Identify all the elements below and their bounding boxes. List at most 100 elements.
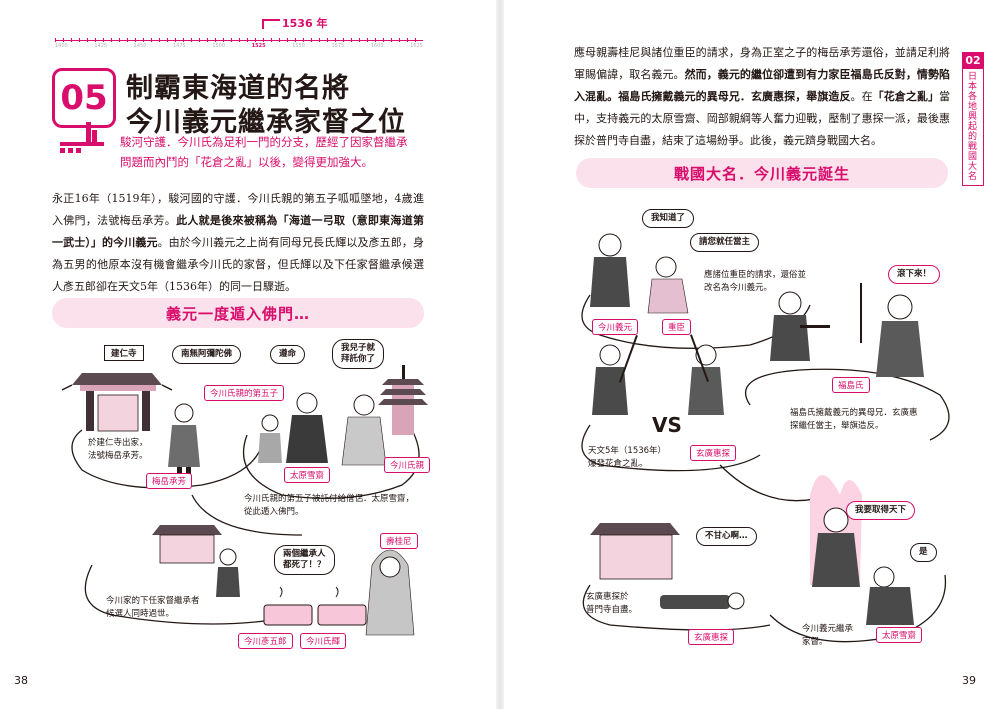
page-number: 38 — [14, 674, 28, 687]
year-badge: 1536 年 — [282, 17, 328, 30]
chapter-number: 05 — [60, 78, 108, 118]
timeline-year: 1450 — [133, 43, 147, 49]
chapter-lead-line1: 駿河守護．今川氏為足利一門的分支，歷經了因家督繼承 — [120, 135, 408, 149]
body-text: 。由於今川義元之上尚有同母兄長氏輝以及彥五郎，身為五男的他原本沒有機會繼承今川氏… — [52, 236, 425, 293]
deathbed-icon — [263, 586, 367, 626]
illustration-drawing — [61, 365, 428, 636]
lord-ujichika-icon — [341, 394, 387, 466]
caption: 今川氏親的第五子被託付給僧侶．太原雪齋， 從此遁入佛門。 — [244, 494, 415, 517]
body-text-bold: 然而，義元的繼位卻遭到有力家臣福島氏反對，情勢陷入混亂。福島氏擁戴義元的異母兄．… — [574, 68, 951, 103]
temple-icon — [61, 373, 173, 432]
timeline-year: 1625 — [410, 43, 423, 49]
body-paragraph: 永正16年（1519年），駿河國的守護．今川氏親的第五子呱呱墜地，4歲進入佛門，… — [52, 188, 424, 298]
timeline-year: 1475 — [172, 43, 186, 49]
name-tag: 今川義元 — [592, 319, 639, 335]
body-text-bold: 此人就是後來被稱為「海道一弓取（意即東海道第一武士）」的今川義元 — [52, 214, 424, 249]
chapter-side-tab: 02 日本各地興起的戰國大名 — [962, 52, 984, 186]
name-tag: 重臣 — [662, 319, 692, 335]
speech-bubble: 遵命 — [270, 345, 306, 364]
speech-bubble: 兩個繼承人 都死了！？ — [274, 545, 335, 575]
place-label-kenninji: 建仁寺 — [104, 345, 144, 361]
timeline-years: 1400 1425 1450 1475 1500 1525 1550 1575 … — [55, 43, 423, 49]
illustration-left: 建仁寺 南無阿彌陀佛 遵命 我兒子就 拜託你了 今川氏親的第五子 於建仁寺出家，… — [52, 335, 436, 655]
body-text-bold: 「花倉之亂」 — [872, 90, 940, 103]
name-tag: 玄廣惠探 — [688, 629, 735, 645]
timeline-year-current: 1525 — [251, 43, 266, 49]
speech-bubble: 滾下來！ — [888, 265, 941, 284]
chapter-title-line1: 制霸東海道的名將 — [126, 73, 350, 104]
monk-fighter-icon — [592, 335, 638, 415]
side-tab-text: 日本各地興起的戰國大名 — [962, 69, 984, 186]
temple-icon — [152, 525, 222, 564]
temple-icon — [590, 523, 680, 580]
chapter-deco-icon — [60, 122, 104, 153]
speech-bubble: 我知道了 — [642, 209, 695, 228]
timeline-bar — [55, 40, 423, 41]
timeline-year: 1600 — [370, 43, 384, 49]
body-text: 當中，支持義元的太原雪齋、岡部親綱等人奮力迎戰，壓制了惠探一派，最後惠探於普門寺… — [574, 90, 951, 147]
name-tag: 今川氏親的第五子 — [204, 385, 285, 401]
caption: 玄廣惠探於 普門寺自盡。 — [586, 592, 638, 615]
caption: 福島氏擁戴義元的異母兄．玄廣惠 探繼任當主，舉旗造反。 — [790, 408, 918, 431]
year-marker-icon — [262, 19, 280, 29]
book-gutter — [496, 0, 504, 709]
timeline-year: 1575 — [331, 43, 345, 49]
name-tag: 今川彥五郎 — [238, 633, 293, 649]
timeline-year: 1400 — [55, 43, 68, 49]
monk-sessai-icon — [866, 566, 914, 625]
caption: 應諸位重臣的請求，還俗並 改名為今川義元。 — [704, 270, 807, 293]
yoshimoto-flame-icon — [810, 475, 862, 587]
chapter-number-box: 05 — [52, 68, 116, 128]
name-tag: 今川氏親 — [384, 457, 431, 473]
chapter-title-line2: 今川義元繼承家督之位 — [126, 107, 406, 138]
name-tag: 太原雪齋 — [284, 467, 331, 483]
section-heading: 義元一度遁入佛門… — [52, 298, 424, 328]
name-tag: 今川氏輝 — [300, 633, 347, 649]
body-paragraph: 應母親壽桂尼與諸位重臣的請求，身為正室之子的梅岳承芳還俗，並請足利將軍賜偏諱，取… — [574, 42, 950, 152]
left-page: 1400 1425 1450 1475 1500 1525 1550 1575 … — [0, 0, 499, 709]
pagoda-icon — [378, 365, 428, 435]
name-tag: 福島氏 — [832, 377, 870, 393]
fallen-eitan-icon — [660, 592, 745, 610]
name-tag: 梅岳承芳 — [146, 473, 193, 489]
side-tab-number: 02 — [962, 52, 984, 69]
name-tag: 太原雪齋 — [876, 627, 923, 643]
speech-bubble: 我要取得天下 — [846, 501, 916, 520]
speech-bubble: 請您就任當主 — [690, 233, 760, 252]
nun-jukeini-icon — [365, 549, 415, 636]
chapter-lead-line2: 問題而內鬥的「花倉之亂」以後，變得更加強大。 — [120, 155, 373, 169]
timeline: 1400 1425 1450 1475 1500 1525 1550 1575 … — [55, 30, 423, 52]
right-page: 39 — [500, 0, 999, 709]
child-figure-icon — [258, 414, 282, 463]
caption: 今川家的下任家督繼承者 候選人同時過世。 — [106, 596, 200, 619]
versus-label: VS — [652, 413, 682, 437]
caption: 今川義元繼承 家督。 — [802, 624, 854, 647]
monk-sessai-icon — [286, 392, 328, 463]
illustration-drawing — [581, 233, 950, 643]
name-tag: 壽桂尼 — [380, 533, 418, 549]
fukushima-warrior-icon — [860, 283, 924, 377]
monk-figure-icon — [216, 548, 240, 597]
timeline-year: 1425 — [94, 43, 108, 49]
body-text: 應母親壽桂尼與諸位重臣的請求，身為正室之子的梅岳承芳還俗，並請足利將軍賜偏諱，取… — [574, 46, 950, 81]
speech-bubble: 南無阿彌陀佛 — [172, 345, 242, 364]
section-heading: 戰國大名．今川義元誕生 — [576, 158, 948, 188]
eitan-fighter-icon — [688, 334, 724, 415]
retainer-icon — [647, 256, 689, 314]
timeline-year: 1500 — [212, 43, 226, 49]
chapter-lead: 駿河守護．今川氏為足利一門的分支，歷經了因家督繼承 問題而內鬥的「花倉之亂」以後… — [120, 132, 425, 172]
body-text: 永正16年（1519年），駿河國的守護．今川氏親的第五子呱呱墜地，4歲進入佛門，… — [52, 192, 424, 227]
timeline-year: 1550 — [292, 43, 305, 49]
speech-bubble: 我兒子就 拜託你了 — [332, 339, 385, 369]
body-text: 。在 — [850, 90, 873, 103]
page-number: 39 — [962, 674, 976, 687]
illustration-right: 我知道了 請您就任當主 應諸位重臣的請求，還俗並 改名為今川義元。 滾下來！ 今… — [570, 195, 966, 655]
caption: 天文5年（1536年） 爆發花倉之亂。 — [588, 446, 667, 469]
speech-bubble: 是 — [910, 543, 937, 562]
name-tag: 玄廣惠探 — [690, 445, 737, 461]
monk-figure-icon — [168, 403, 200, 475]
caption: 於建仁寺出家， 法號梅岳承芳。 — [88, 438, 148, 461]
samurai-icon — [770, 291, 830, 361]
lord-yoshimoto-icon — [590, 233, 630, 307]
speech-bubble: 不甘心啊… — [696, 527, 757, 546]
